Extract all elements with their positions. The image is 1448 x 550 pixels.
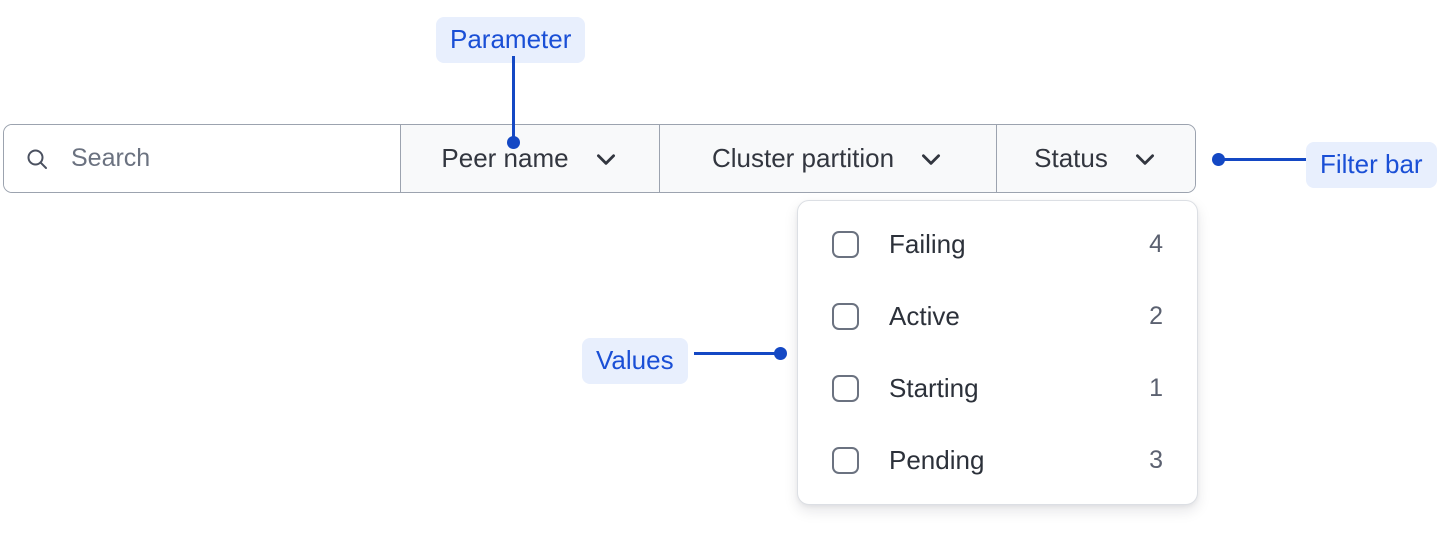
annotation-filter-bar-leader-line <box>1218 158 1306 161</box>
filter-segment-label: Peer name <box>441 143 569 173</box>
annotation-filter-bar-label: Filter bar <box>1306 142 1437 188</box>
list-item[interactable]: Failing 4 <box>832 220 1163 268</box>
filter-segment-label: Cluster partition <box>711 143 895 173</box>
annotation-values-leader-line <box>694 352 780 355</box>
list-item[interactable]: Starting 1 <box>832 365 1163 413</box>
chevron-down-icon <box>918 146 944 172</box>
list-item-count: 4 <box>1149 229 1163 258</box>
annotation-values-label: Values <box>582 338 688 384</box>
checkbox-active[interactable] <box>832 302 859 330</box>
status-filter-dropdown: Failing 4 Active 2 Starting 1 Pending 3 <box>797 200 1198 505</box>
chevron-down-icon <box>1132 146 1158 172</box>
annotation-parameter-leader-line <box>512 56 515 142</box>
list-item-label: Starting <box>889 373 979 404</box>
checkbox-starting[interactable] <box>832 375 859 403</box>
search-input[interactable] <box>71 144 371 173</box>
search-icon <box>25 147 49 171</box>
annotation-values-dot <box>774 347 787 360</box>
filter-segment-status[interactable]: Status <box>997 125 1195 192</box>
list-item-label: Failing <box>889 228 966 259</box>
annotation-parameter-dot <box>507 136 520 149</box>
list-item[interactable]: Active 2 <box>832 292 1163 340</box>
search-field[interactable] <box>4 125 401 192</box>
list-item-label: Active <box>889 300 960 331</box>
annotation-filter-bar-dot <box>1212 153 1225 166</box>
filter-segment-label: Status <box>1034 143 1108 173</box>
checkbox-pending[interactable] <box>832 447 859 475</box>
annotation-parameter-label: Parameter <box>436 17 586 63</box>
chevron-down-icon <box>593 146 619 172</box>
filter-bar: Peer name Cluster partition Status <box>3 124 1196 193</box>
list-item-count: 3 <box>1149 446 1163 475</box>
list-item-count: 1 <box>1149 374 1163 403</box>
filter-segment-peer-name[interactable]: Peer name <box>401 125 660 192</box>
filter-segment-cluster-partition[interactable]: Cluster partition <box>660 125 997 192</box>
list-item-label: Pending <box>889 445 985 476</box>
list-item-count: 2 <box>1149 301 1163 330</box>
list-item[interactable]: Pending 3 <box>832 437 1163 485</box>
checkbox-failing[interactable] <box>832 230 859 258</box>
